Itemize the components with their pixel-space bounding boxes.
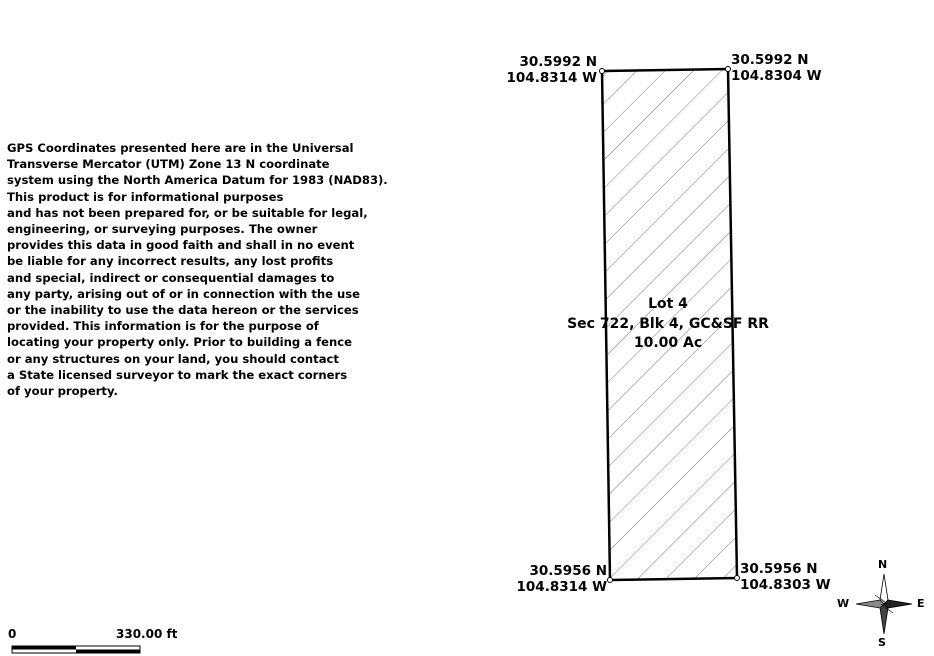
scale-start-label: 0 xyxy=(8,627,17,641)
compass-n: N xyxy=(878,558,888,571)
ne-lon: 104.8304 W xyxy=(731,68,822,84)
disclaimer-text: GPS Coordinates presented here are in th… xyxy=(7,141,388,399)
sw-lat: 30.5956 N xyxy=(529,563,608,579)
corner-label-ne: 30.5992 N 104.8304 W xyxy=(731,52,821,84)
nw-lat: 30.5992 N xyxy=(519,54,598,70)
corner-label-sw: 30.5956 N 104.8314 W xyxy=(517,563,607,595)
se-lat: 30.5956 N xyxy=(740,561,818,577)
sw-lon: 104.8314 W xyxy=(516,579,607,595)
ne-lat: 30.5992 N xyxy=(731,52,809,68)
scale-end-label: 330.00 ft xyxy=(116,627,178,641)
lot-name: Lot 4 xyxy=(648,296,688,312)
north-arrow-icon xyxy=(855,573,913,635)
nw-lon: 104.8314 W xyxy=(506,70,597,86)
corner-marker-nw xyxy=(599,68,605,74)
corner-marker-se xyxy=(734,575,740,581)
corner-marker-ne xyxy=(725,66,731,72)
se-lon: 104.8303 W xyxy=(740,577,831,593)
corner-label-nw: 30.5992 N 104.8314 W xyxy=(507,54,597,86)
scale-bar xyxy=(11,645,141,654)
compass-s: S xyxy=(878,636,886,649)
compass-w: W xyxy=(837,597,850,610)
parcel-label: Lot 4 Sec 722, Blk 4, GC&SF RR 10.00 Ac xyxy=(548,295,788,354)
parcel-area: 10.00 Ac xyxy=(633,335,703,351)
legal-description: Sec 722, Blk 4, GC&SF RR xyxy=(567,315,769,332)
compass-e: E xyxy=(917,597,925,610)
corner-label-se: 30.5956 N 104.8303 W xyxy=(740,561,830,593)
corner-marker-sw xyxy=(607,577,613,583)
